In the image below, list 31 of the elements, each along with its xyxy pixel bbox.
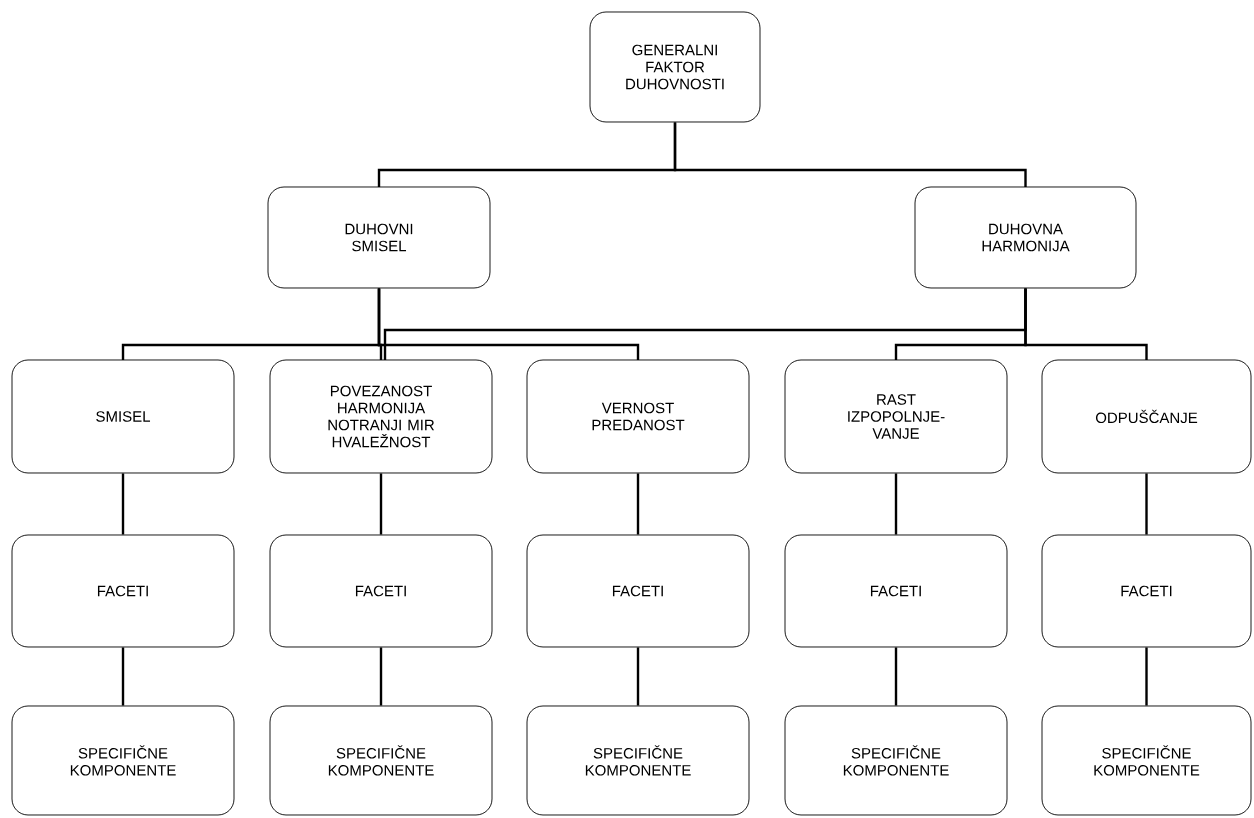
rounded-box: FACETI xyxy=(784,534,1008,648)
rounded-box: RAST IZPOPOLNJE-VANJE xyxy=(784,359,1008,474)
connector-line xyxy=(377,288,640,360)
rounded-box: DUHOVNI SMISEL xyxy=(267,186,491,289)
connector-line xyxy=(121,473,125,535)
rounded-box: SPECIFIČNE KOMPONENTE xyxy=(784,705,1008,816)
connector-line xyxy=(1145,647,1148,706)
rounded-box: SPECIFIČNE KOMPONENTE xyxy=(526,705,750,816)
rounded-box: SPECIFIČNE KOMPONENTE xyxy=(11,705,235,816)
connector-line xyxy=(894,473,898,535)
rounded-box: VERNOST PREDANOST xyxy=(526,359,750,474)
connector-line xyxy=(894,647,898,706)
rounded-box: SPECIFIČNE KOMPONENTE xyxy=(1041,705,1252,816)
connector-line xyxy=(636,647,640,706)
connector-line xyxy=(1145,473,1148,535)
connector-line xyxy=(379,473,383,535)
connector-line xyxy=(379,647,383,706)
rounded-box: FACETI xyxy=(526,534,750,648)
connector-line xyxy=(636,473,640,535)
connector-line xyxy=(673,122,1027,187)
rounded-box: ODPUŠČANJE xyxy=(1041,359,1252,474)
rounded-box: DUHOVNA HARMONIJA xyxy=(914,186,1137,289)
rounded-box: SMISEL xyxy=(11,359,235,474)
rounded-box: GENERALNI FAKTOR DUHOVNOSTI xyxy=(589,11,761,123)
connector-line xyxy=(1024,288,1148,360)
connector-line xyxy=(121,647,125,706)
rounded-box: POVEZANOST HARMONIJA NOTRANJI MIR HVALEŽNOST xyxy=(269,359,493,474)
rounded-box: FACETI xyxy=(1041,534,1252,648)
rounded-box: SPECIFIČNE KOMPONENTE xyxy=(269,705,493,816)
rounded-box: FACETI xyxy=(11,534,235,648)
rounded-box: FACETI xyxy=(269,534,493,648)
